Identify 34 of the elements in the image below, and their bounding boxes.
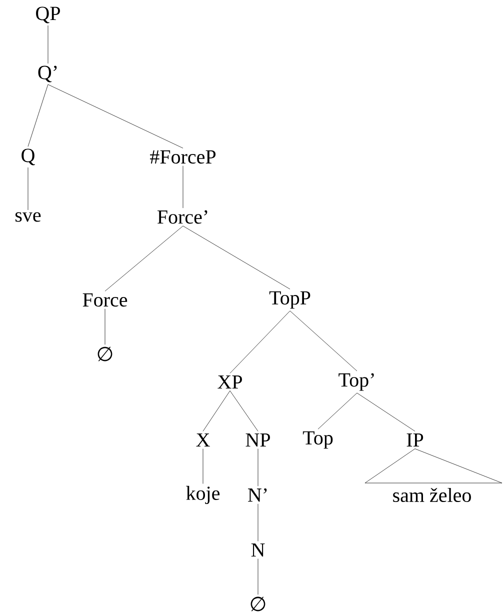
tree-label: ∅ <box>250 596 266 612</box>
tree-label: Top’ <box>338 373 374 391</box>
triangle-branch <box>364 448 502 484</box>
tree-label: IP <box>406 433 424 447</box>
tree-label: XP <box>218 375 242 389</box>
branch-line <box>48 84 184 148</box>
tree-label: Force <box>82 293 128 307</box>
tree-label: sve <box>15 212 41 222</box>
tree-label: #ForceP <box>150 150 216 164</box>
branch-line <box>104 308 106 345</box>
branch-line <box>182 166 184 208</box>
branch-line <box>356 392 416 432</box>
branch-line <box>104 226 184 292</box>
tree-label: sam želeo <box>393 488 471 502</box>
branch-line <box>230 310 290 374</box>
tree-label: N’ <box>248 488 267 502</box>
tree-label: koje <box>186 486 220 504</box>
tree-label: TopP <box>269 291 310 309</box>
branch-line <box>318 392 358 430</box>
tree-label: ∅ <box>98 346 112 362</box>
branch-line <box>28 84 48 147</box>
tree-label: X <box>196 433 210 447</box>
branch-line <box>290 310 358 372</box>
tree-label: N <box>251 543 265 557</box>
tree-label: Q <box>22 148 35 166</box>
tree-label: Q’ <box>38 66 57 82</box>
branch-line <box>230 390 258 432</box>
branch-line <box>202 448 204 484</box>
branch-line <box>202 390 230 432</box>
tree-label: Force’ <box>157 210 208 224</box>
tree-label: QP <box>36 6 60 24</box>
branch-line <box>182 226 290 290</box>
tree-label: Top <box>302 431 333 449</box>
tree-label: NP <box>246 433 270 447</box>
